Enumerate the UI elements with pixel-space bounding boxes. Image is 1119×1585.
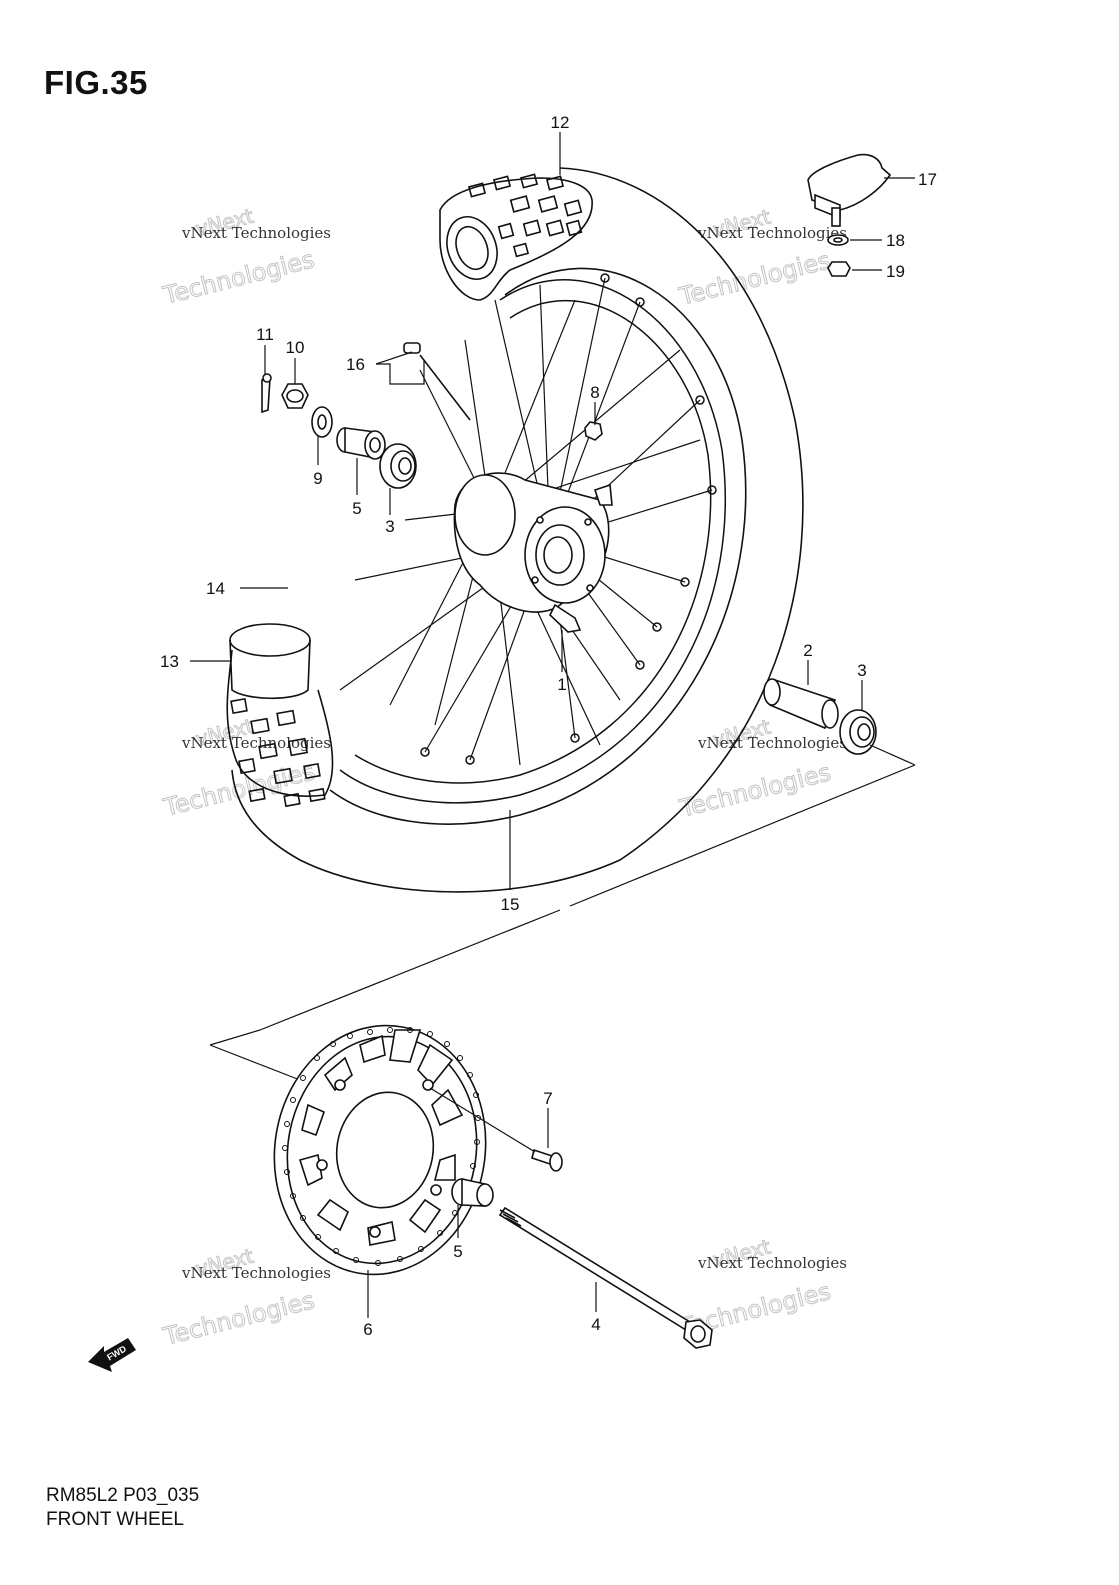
callout-19: 19: [886, 262, 905, 281]
brake-disc: [273, 1024, 487, 1276]
nut-19: [827, 261, 851, 277]
callout-9: 9: [313, 469, 322, 488]
tire: [226, 167, 804, 893]
callout-3: 3: [385, 517, 394, 536]
callout-17: 17: [918, 170, 937, 189]
callout-6: 6: [363, 1320, 372, 1339]
watermark-top-left: vNext vNext Technologies Technologies: [159, 203, 331, 310]
callout-4: 4: [591, 1315, 600, 1334]
watermark-mid-right: vNext vNext Technologies Technologies: [676, 714, 847, 824]
callout-18: 18: [886, 231, 905, 250]
callout-14: 14: [206, 579, 225, 598]
svg-text:vNext Technologies: vNext Technologies: [697, 1254, 847, 1272]
hub: [453, 472, 613, 633]
svg-text:vNext Technologies: vNext Technologies: [181, 734, 331, 752]
svg-text:vNext Technologies: vNext Technologies: [181, 1264, 331, 1282]
svg-text:vNext Technologies: vNext Technologies: [697, 224, 847, 242]
watermark-bottom-left: vNext vNext Technologies Technologies: [159, 1243, 331, 1351]
callout-1: 1: [557, 675, 566, 694]
fwd-arrow-icon: FWD: [88, 1338, 136, 1372]
svg-text:Technologies: Technologies: [160, 1286, 317, 1351]
callout-labels: 12 17 18 19 11 10 16 8 9 5 3 14 13 1 2 3…: [160, 113, 937, 1339]
assembly-frame-lines: [209, 744, 916, 1081]
figure-code: RM85L2 P03_035: [46, 1485, 200, 1506]
callout-10: 10: [286, 338, 305, 357]
callout-5: 5: [352, 499, 361, 518]
rim-lock: [807, 153, 892, 277]
callout-13: 13: [160, 652, 179, 671]
disc-bolt-collar-axle: [451, 1148, 713, 1349]
right-axle-parts: [763, 678, 877, 755]
figure-title: FIG.35: [44, 64, 148, 101]
svg-text:vNext Technologies: vNext Technologies: [697, 734, 847, 752]
watermark-mid-left: vNext vNext Technologies Technologies: [160, 713, 331, 822]
svg-text:vNext Technologies: vNext Technologies: [181, 224, 331, 242]
watermark-top-right: vNext vNext Technologies Technologies: [675, 204, 847, 312]
callout-12: 12: [551, 113, 570, 132]
callout-8: 8: [590, 383, 599, 402]
callout-5b: 5: [453, 1242, 462, 1261]
callout-16: 16: [346, 355, 365, 374]
rim: [339, 273, 726, 804]
leader-lines: [190, 132, 915, 1318]
svg-text:Technologies: Technologies: [160, 245, 317, 310]
callout-3b: 3: [857, 661, 866, 680]
callout-2: 2: [803, 641, 812, 660]
callout-7: 7: [543, 1089, 552, 1108]
figure-name: FRONT WHEEL: [46, 1509, 184, 1530]
svg-text:Technologies: Technologies: [676, 246, 833, 311]
callout-11: 11: [256, 325, 274, 344]
left-axle-parts: [261, 342, 603, 489]
callout-15: 15: [501, 895, 520, 914]
